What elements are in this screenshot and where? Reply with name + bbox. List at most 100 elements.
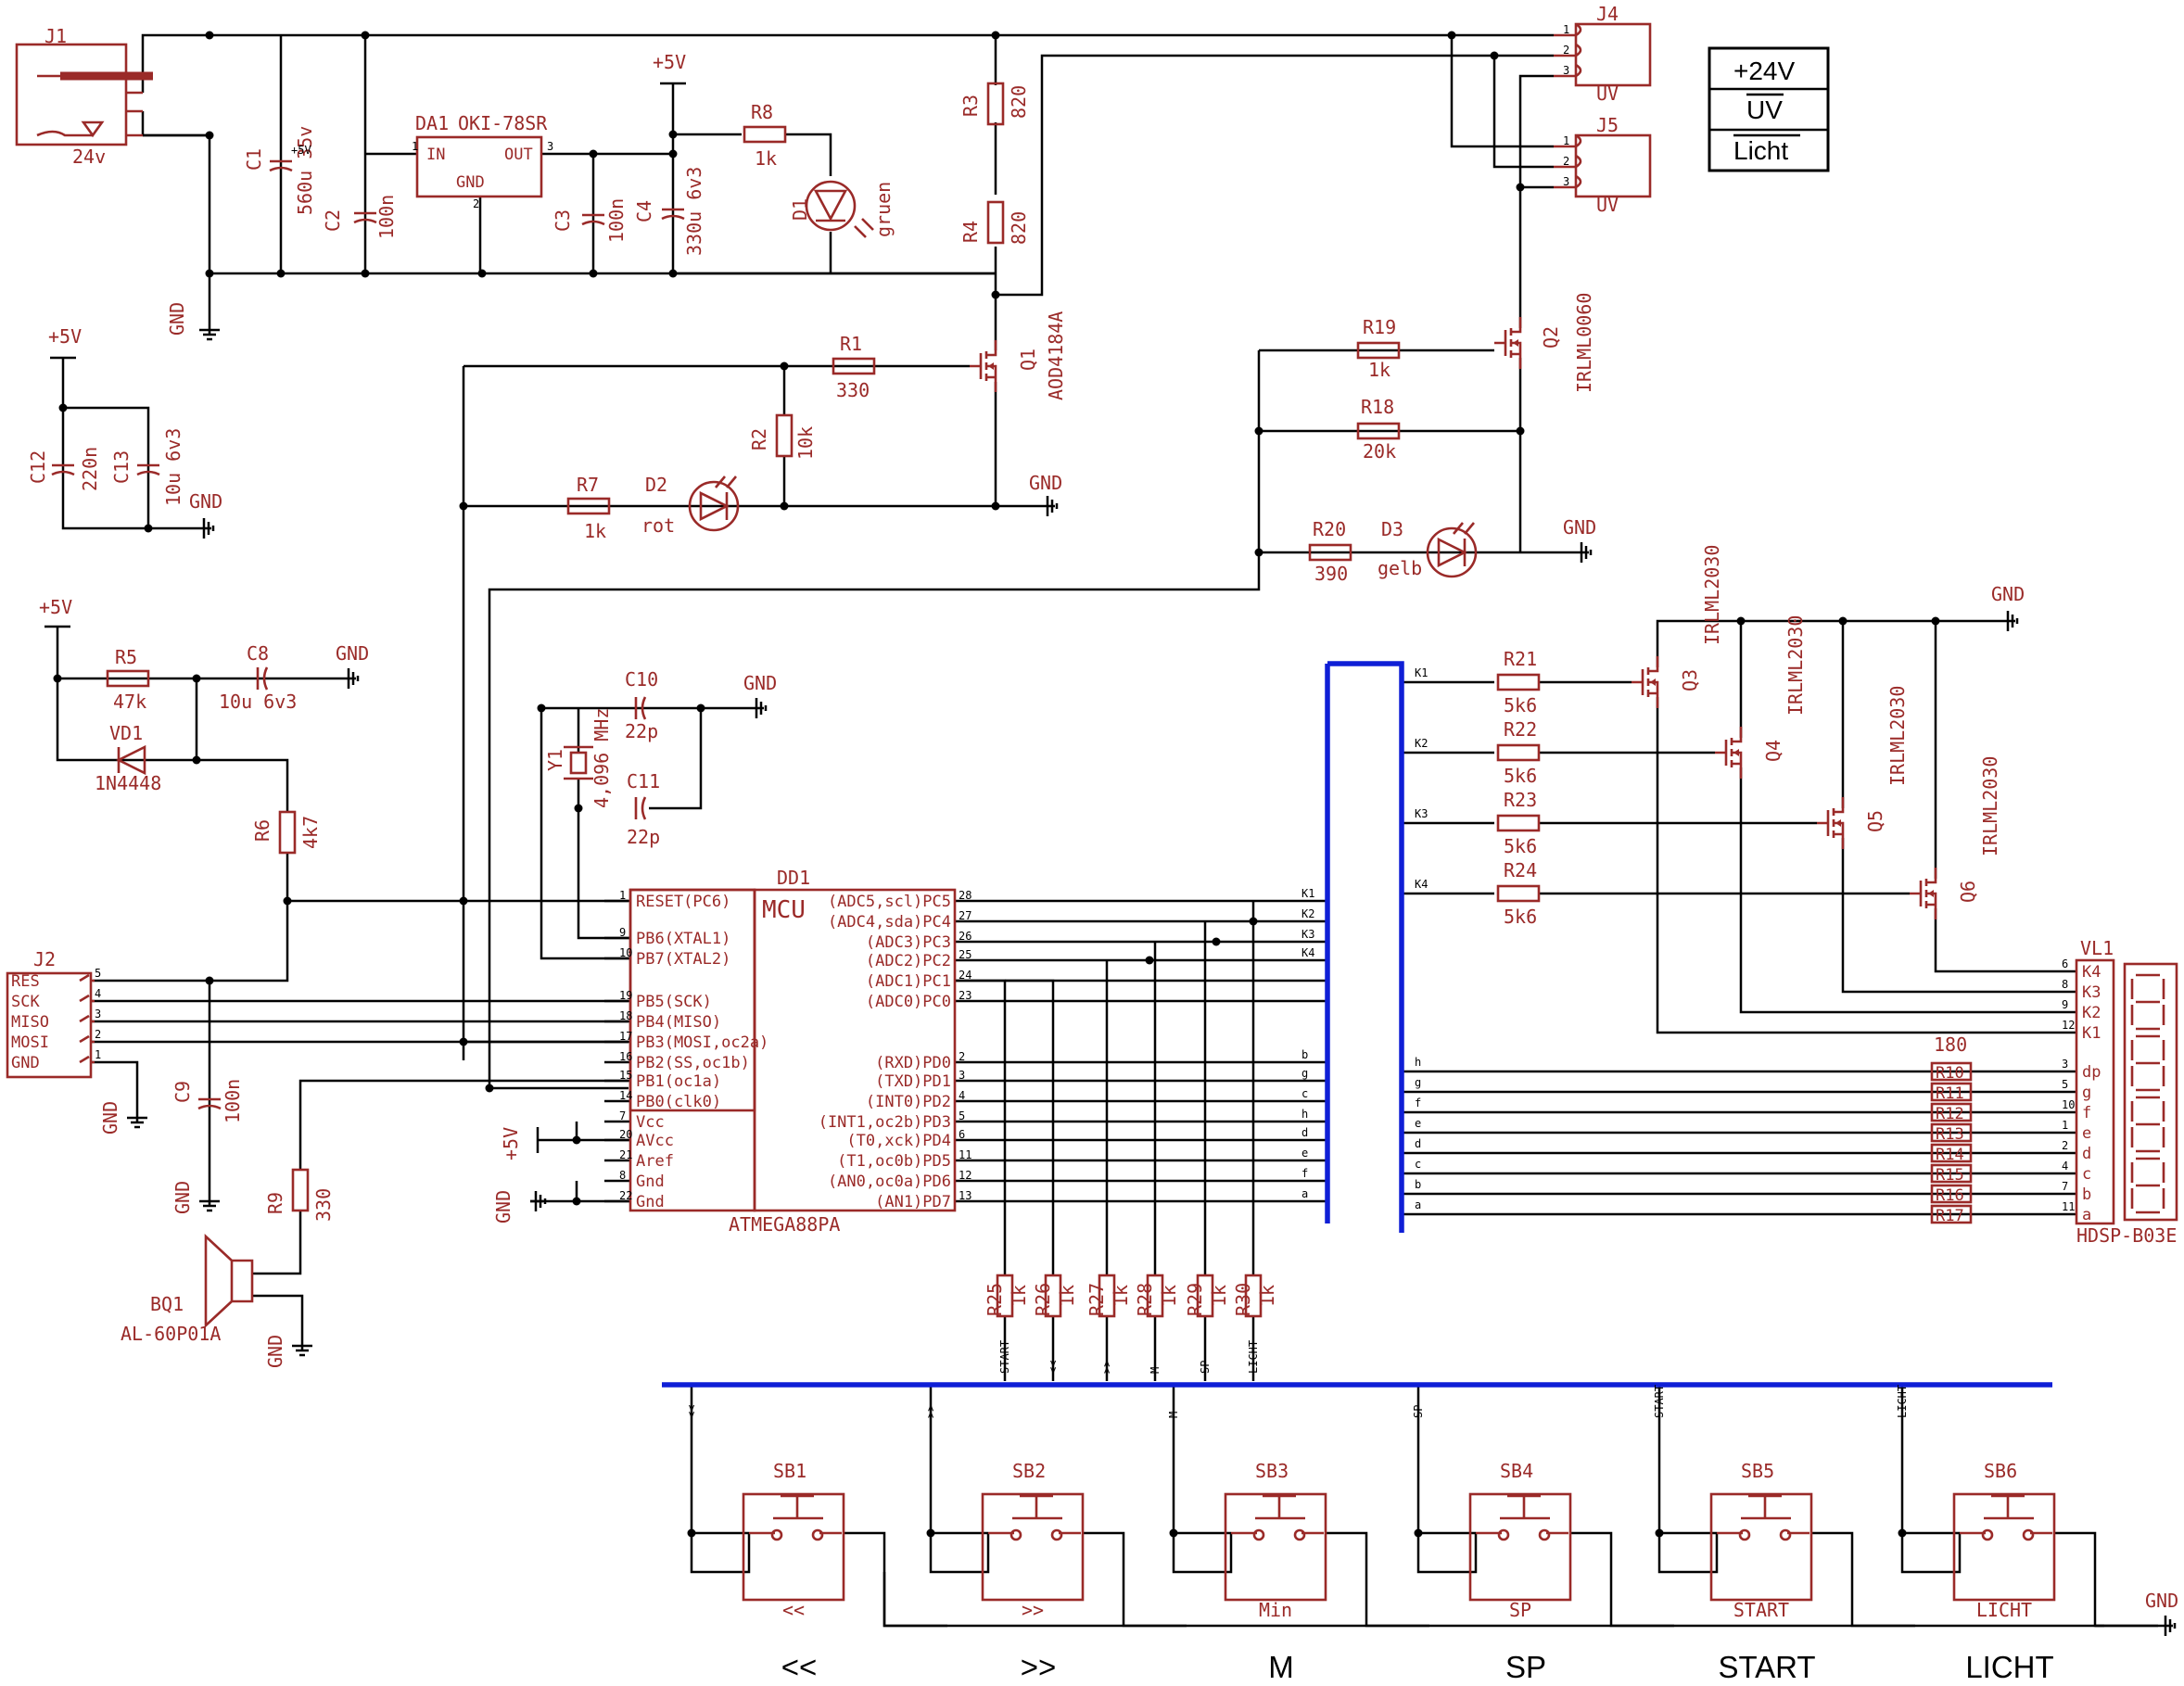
seg-res-6 <box>1930 1184 1973 1204</box>
wire <box>786 133 832 176</box>
c1-name: C1 <box>243 148 265 171</box>
wire <box>1656 619 2002 667</box>
sb-net-2: M <box>1167 1412 1180 1418</box>
c8-symbol <box>256 666 269 691</box>
sb5-label: START <box>1733 1599 1789 1621</box>
j2-pin-num: 5 <box>95 967 101 980</box>
legend-licht: Licht <box>1733 136 1788 165</box>
gnd-symbol <box>751 698 768 718</box>
mcu-pin-15-num: 15 <box>619 1069 632 1082</box>
legend-uv: UV <box>1746 95 1783 124</box>
q1-name: Q1 <box>1017 349 1039 371</box>
r28-symbol <box>1146 1274 1164 1318</box>
r29-name: R29 <box>1184 1283 1206 1316</box>
junction-dot <box>1254 426 1263 436</box>
sb1-box <box>742 1492 845 1602</box>
r25-name: R25 <box>984 1283 1006 1316</box>
junction-dot <box>1414 1528 1423 1538</box>
y1-plates <box>564 745 593 780</box>
mcu-pin-5-label: (INT1,oc2b)PD3 <box>819 1113 951 1132</box>
r20-value: 390 <box>1314 563 1348 585</box>
c4-value: 330u 6v3 <box>683 167 705 256</box>
r2-symbol <box>775 413 794 458</box>
mcu-pin-14-label: PB0(clk0) <box>636 1093 721 1111</box>
sb-net-5: LICHT <box>1896 1385 1909 1418</box>
r24-value: 5k6 <box>1504 906 1537 928</box>
wire <box>1841 838 2076 994</box>
wire <box>1083 1531 1187 1628</box>
y1-value: 4,096 MHz <box>590 708 613 808</box>
junction-dot <box>572 1197 581 1206</box>
mcu-net-8: c <box>1302 1087 1308 1100</box>
junction-dot <box>1516 183 1525 192</box>
c8-value: 10u 6v3 <box>219 691 297 713</box>
sb6-box <box>1952 1492 2056 1602</box>
r5-name: R5 <box>115 646 137 668</box>
da1-pin3: 3 <box>547 140 553 153</box>
mcu-pin-6-label: (T0,xck)PD4 <box>846 1132 951 1150</box>
gnd-q1: GND <box>1029 472 1062 494</box>
j5-name: J5 <box>1596 114 1619 136</box>
gnd-symbol <box>343 668 360 689</box>
mcu-net-9: h <box>1302 1108 1308 1121</box>
c12-name: C12 <box>27 450 49 484</box>
r7-name: R7 <box>577 474 599 496</box>
c3-value: 100n <box>605 198 628 243</box>
sb2-c1 <box>1009 1528 1022 1541</box>
key-net-4: SP <box>1199 1361 1212 1374</box>
junction-dot <box>574 804 583 813</box>
sb2-c2 <box>1050 1528 1063 1541</box>
gnd-symbol <box>127 1112 147 1129</box>
junction-dot <box>205 131 214 140</box>
vl1-digit-3 <box>2130 1157 2165 1214</box>
j-contact <box>1554 154 1582 169</box>
r2-name: R2 <box>748 428 770 450</box>
junction-dot <box>485 1084 494 1093</box>
mcu-pin-9-label: PB6(XTAL1) <box>636 930 730 948</box>
kbus-tap-3: K4 <box>1415 878 1428 891</box>
mcu-pin-10-label: PB7(XTAL2) <box>636 950 730 969</box>
seg-res-5 <box>1930 1163 1973 1184</box>
c12-symbol <box>51 463 75 476</box>
r19-symbol <box>1356 341 1401 360</box>
r7-value: 1k <box>584 520 606 542</box>
sb2-box <box>981 1492 1085 1602</box>
r29-value: 1k <box>1208 1285 1230 1307</box>
j-contact <box>1554 174 1582 189</box>
q2-symbol <box>1494 317 1522 369</box>
junction-dot <box>283 896 292 906</box>
r8-symbol <box>743 125 787 144</box>
gnd-j2: GND <box>99 1101 121 1135</box>
q2-name: Q2 <box>1540 326 1562 349</box>
mcu-pin-13-label: (AN1)PD7 <box>875 1193 951 1211</box>
r19-value: 1k <box>1368 359 1390 381</box>
wire <box>61 358 150 530</box>
q6-name: Q6 <box>1957 881 1979 903</box>
mcu-net-13: a <box>1302 1187 1308 1200</box>
wire <box>1657 1533 1719 1574</box>
sb1-label: << <box>782 1599 805 1621</box>
wire <box>252 1211 302 1275</box>
r22-symbol <box>1496 743 1541 762</box>
legend-lines <box>1709 87 1828 132</box>
caption-0: << <box>781 1650 818 1684</box>
wire <box>929 1533 990 1574</box>
sb4-c1 <box>1497 1528 1510 1541</box>
j2-contact <box>79 1014 95 1023</box>
c8-name: C8 <box>247 642 269 665</box>
d1-body <box>805 180 857 232</box>
junction-dot <box>361 31 370 40</box>
j2-contact <box>79 994 95 1003</box>
junction-dot <box>668 269 678 278</box>
mcu-pin-16-label: PB2(SS,oc1b) <box>636 1054 750 1072</box>
junction-dot <box>58 403 68 412</box>
mcu-pin-11-label: (T1,oc0b)PD5 <box>837 1152 951 1171</box>
gnd-symbol <box>199 324 220 341</box>
r21-name: R21 <box>1504 648 1537 670</box>
key-net-3: M <box>1149 1367 1162 1374</box>
mcu-pin-27-num: 27 <box>959 909 971 922</box>
bq1-value: AL-60P01A <box>121 1323 221 1345</box>
mcu-pin-16-num: 16 <box>619 1050 632 1063</box>
mcu-pin-12-num: 12 <box>959 1169 971 1182</box>
junction-dot <box>991 31 1000 40</box>
